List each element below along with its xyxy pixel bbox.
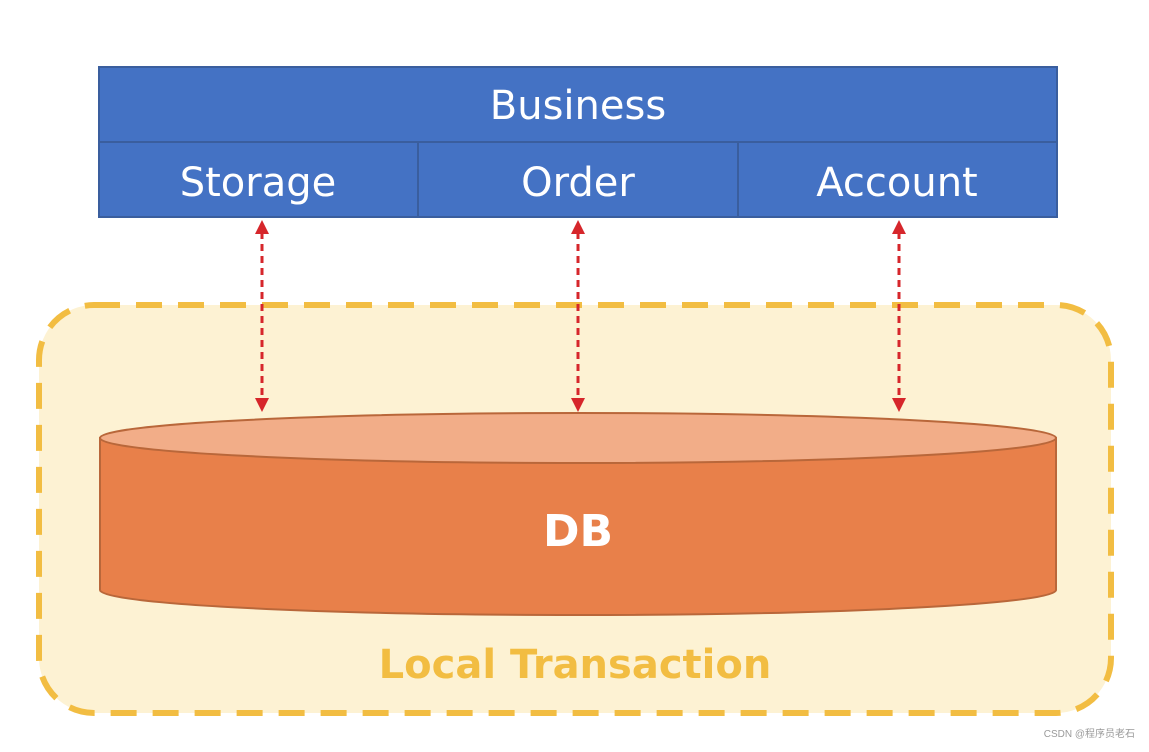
account-arrow-down-head (892, 398, 906, 412)
service-order-label: Order (521, 160, 635, 206)
storage-arrow-up-head (255, 220, 269, 234)
business-label: Business (490, 83, 666, 129)
order-arrow-down-head (571, 398, 585, 412)
storage-arrow-down-head (255, 398, 269, 412)
service-storage-label: Storage (180, 160, 337, 206)
account-arrow-up-head (892, 220, 906, 234)
database-label: DB (543, 506, 613, 557)
database-top (99, 412, 1057, 464)
database-body (99, 437, 1057, 616)
database-cylinder: DB (99, 412, 1057, 616)
csdn-watermark: CSDN @程序员老石 (1043, 729, 1135, 740)
connection-arrows (255, 220, 906, 412)
order-arrow-up-head (571, 220, 585, 234)
local-transaction-label: Local Transaction (379, 642, 772, 688)
service-account-label: Account (816, 160, 978, 206)
business-header-block: Business Storage Order Account (98, 66, 1058, 218)
